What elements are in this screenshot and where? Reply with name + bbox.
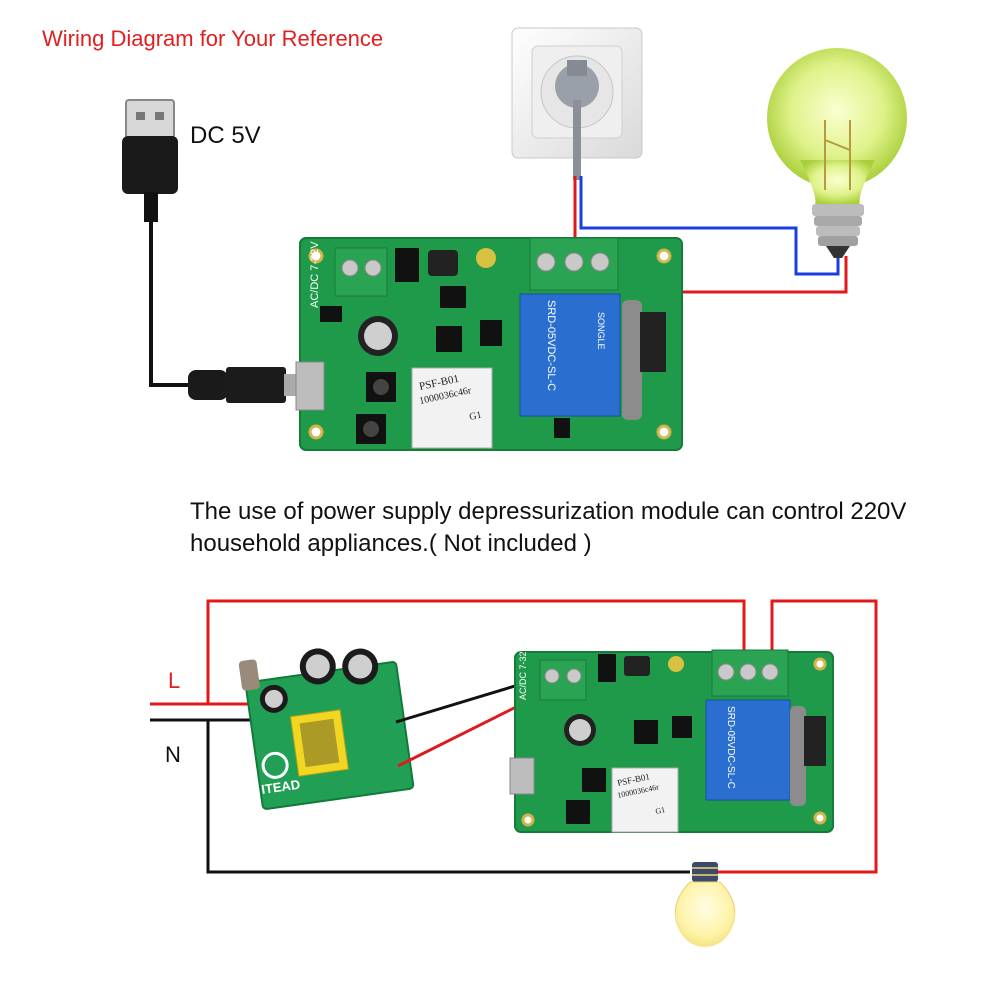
usb-plug-icon xyxy=(122,99,178,222)
relay-brand-top: SONGLE xyxy=(596,312,606,350)
relay-model-bottom: SRD-05VDC-SL-C xyxy=(725,706,736,789)
relay-model-top: SRD-05VDC-SL-C xyxy=(545,300,557,391)
neutral-label: N xyxy=(165,742,181,767)
light-bulb-icon xyxy=(767,48,907,258)
usb-cable xyxy=(149,220,210,387)
relay-module-bottom xyxy=(509,649,834,833)
relay-module-top xyxy=(295,237,683,451)
neutral-wire-blue xyxy=(579,176,840,276)
ac-dc-power-module xyxy=(238,648,415,810)
usb-voltage-label: DC 5V xyxy=(190,122,261,149)
small-light-bulb-icon xyxy=(674,862,736,948)
input-voltage-label-bottom: AC/DC 7-32V xyxy=(518,645,528,700)
description-line-1: The use of power supply depressurization… xyxy=(190,498,907,525)
diagram-title: Wiring Diagram for Your Reference xyxy=(42,26,384,51)
wifi-tag-top: G1 xyxy=(468,410,482,423)
micro-usb-connector xyxy=(188,367,298,403)
power-module-brand: ITEAD xyxy=(260,777,301,797)
wifi-tag-bottom: G1 xyxy=(655,805,666,816)
description-line-2: household appliances.( Not included ) xyxy=(190,530,592,557)
live-label: L xyxy=(168,668,181,693)
input-voltage-label-top: AC/DC 7-32V xyxy=(309,241,321,308)
relay-to-lamp-wire xyxy=(718,599,878,874)
